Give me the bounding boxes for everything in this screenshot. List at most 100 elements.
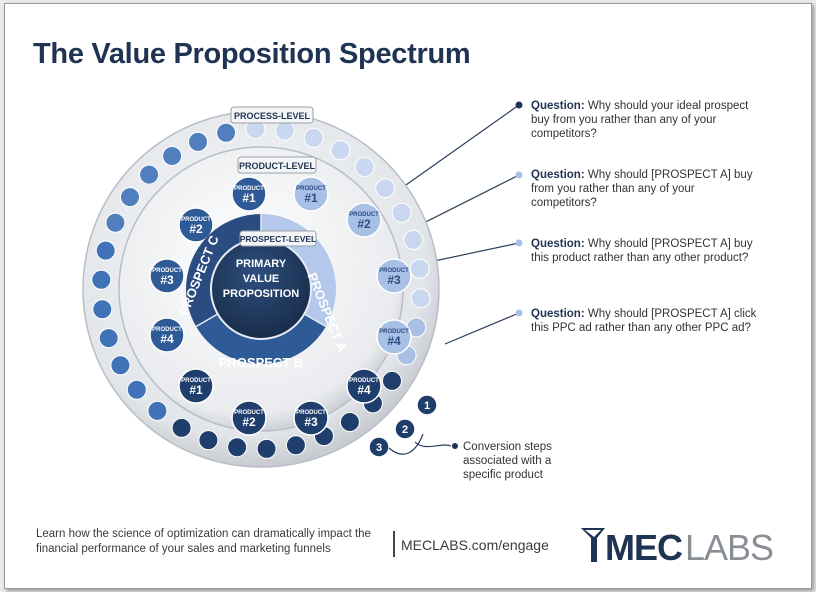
- product-dot-label: PRODUCT: [349, 378, 379, 384]
- center-line-2: VALUE: [243, 273, 279, 285]
- conversion-steps-note: Conversion steps associated with a speci…: [463, 441, 552, 481]
- process-step-dot: [110, 355, 131, 376]
- process-step-dot: [91, 269, 112, 290]
- process-step-dot: [92, 299, 113, 320]
- process-step-dot: [303, 127, 324, 148]
- meclabs-logo: MEC LABS: [581, 527, 774, 566]
- footer-link[interactable]: MECLABS.com/engage: [401, 537, 549, 553]
- process-step-dot: [382, 370, 402, 391]
- process-step-dot: [126, 379, 147, 400]
- product-dot: [346, 368, 382, 404]
- footer-description: Learn how the science of optimization ca…: [36, 528, 371, 555]
- process-step-dot: [198, 430, 219, 451]
- center-line-1: PRIMARY: [236, 258, 287, 270]
- product-dot: [376, 319, 412, 355]
- product-dot-label: PRODUCT: [349, 212, 379, 218]
- center-line-3: PROPOSITION: [223, 288, 299, 300]
- process-level-banner: PROCESS-LEVEL: [230, 106, 314, 124]
- process-step-dot: [375, 178, 396, 199]
- product-dot-label: PRODUCT: [379, 268, 409, 274]
- product-dot: [293, 176, 329, 212]
- product-dot-label: PRODUCT: [152, 268, 182, 274]
- process-step-dot: [330, 140, 351, 161]
- product-dot-label: PRODUCT: [181, 217, 211, 223]
- product-dot: [231, 400, 267, 436]
- svg-text:PROCESS-LEVEL: PROCESS-LEVEL: [234, 111, 311, 121]
- svg-text:PROSPECT-LEVEL: PROSPECT-LEVEL: [240, 234, 317, 244]
- process-step-dot: [105, 212, 126, 233]
- question-3: Question: Why should [PROSPECT A] buy th…: [531, 237, 761, 265]
- product-dot: [346, 202, 382, 238]
- question-4-label: Question:: [531, 308, 585, 320]
- product-dot-number: #4: [387, 334, 401, 348]
- product-dot-label: PRODUCT: [181, 378, 211, 384]
- process-step-dot: [147, 400, 168, 421]
- product-dot: [149, 258, 185, 294]
- product-dot-number: #1: [304, 191, 318, 205]
- process-step-dot: [95, 240, 116, 261]
- question-2-text: Why should [PROSPECT A] buy from you rat…: [531, 169, 753, 209]
- product-dot-label: PRODUCT: [234, 410, 264, 416]
- question-1-anchor-dot: [515, 101, 523, 109]
- svg-text:PRODUCT-LEVEL: PRODUCT-LEVEL: [239, 161, 316, 171]
- conversion-anchor-dot: [452, 443, 458, 449]
- product-dot-label: PRODUCT: [296, 410, 326, 416]
- conversion-step-3: [368, 436, 390, 458]
- footer-divider: [393, 531, 395, 557]
- product-dot-number: #3: [304, 415, 318, 429]
- page-title: The Value Proposition Spectrum: [33, 38, 471, 70]
- question-2-label: Question:: [531, 169, 585, 181]
- conversion-bracket: [388, 433, 452, 455]
- process-step-dot: [339, 412, 360, 432]
- product-dot-number: #2: [242, 415, 256, 429]
- process-step-dot: [403, 229, 424, 250]
- conversion-step-label: 2: [402, 424, 408, 436]
- question-4-text: Why should [PROSPECT A] click this PPC a…: [531, 308, 757, 334]
- prospect-level-banner: PROSPECT-LEVEL: [239, 230, 317, 247]
- question-3-anchor-dot: [515, 239, 523, 247]
- process-step-dot: [98, 328, 119, 349]
- product-dot-number: #4: [160, 332, 174, 346]
- product-dot-number: #3: [160, 273, 174, 287]
- process-step-dot: [285, 435, 306, 456]
- question-3-label: Question:: [531, 238, 585, 250]
- product-dot-number: #1: [189, 383, 203, 397]
- process-step-dot: [354, 157, 375, 178]
- process-step-dot: [409, 258, 430, 279]
- product-dot-number: #2: [357, 217, 371, 231]
- process-step-dot: [216, 122, 237, 143]
- conversion-step-2: [394, 418, 416, 440]
- product-dot-label: PRODUCT: [152, 327, 182, 333]
- process-step-dot: [171, 417, 192, 438]
- question-4: Question: Why should [PROSPECT A] click …: [531, 307, 761, 335]
- question-3-text: Why should [PROSPECT A] buy this product…: [531, 238, 753, 264]
- question-1-text: Why should your ideal prospect buy from …: [531, 100, 749, 140]
- product-dot: [178, 207, 214, 243]
- product-dot: [178, 368, 214, 404]
- product-level-banner: PRODUCT-LEVEL: [237, 156, 317, 174]
- question-1-label: Question:: [531, 100, 585, 112]
- logo-text-labs: LABS: [685, 527, 773, 566]
- product-dot-label: PRODUCT: [234, 186, 264, 192]
- process-step-dot: [188, 131, 208, 152]
- product-dot-number: #3: [387, 273, 401, 287]
- product-dot-number: #1: [242, 191, 256, 205]
- product-dot-number: #4: [357, 383, 371, 397]
- process-step-dot: [139, 164, 160, 185]
- process-step-dot: [256, 438, 277, 459]
- product-dot: [376, 258, 412, 294]
- product-dot: [293, 400, 329, 436]
- product-dot: [149, 317, 185, 353]
- process-step-dot: [274, 120, 295, 141]
- meclabs-logo-icon: [581, 528, 605, 562]
- product-dot-label: PRODUCT: [379, 329, 409, 335]
- question-2: Question: Why should [PROSPECT A] buy fr…: [531, 168, 761, 210]
- question-2-anchor-dot: [515, 171, 523, 179]
- product-dot-label: PRODUCT: [296, 186, 326, 192]
- leader-line-4: [444, 312, 520, 345]
- product-dot-number: #2: [189, 222, 203, 236]
- value-proposition-diagram: 123 PRODUCT#1PRODUCT#1PRODUCT#2PRODUCT#2…: [82, 101, 523, 468]
- question-4-anchor-dot: [515, 309, 523, 317]
- product-dot: [231, 176, 267, 212]
- process-step-dot: [410, 288, 431, 309]
